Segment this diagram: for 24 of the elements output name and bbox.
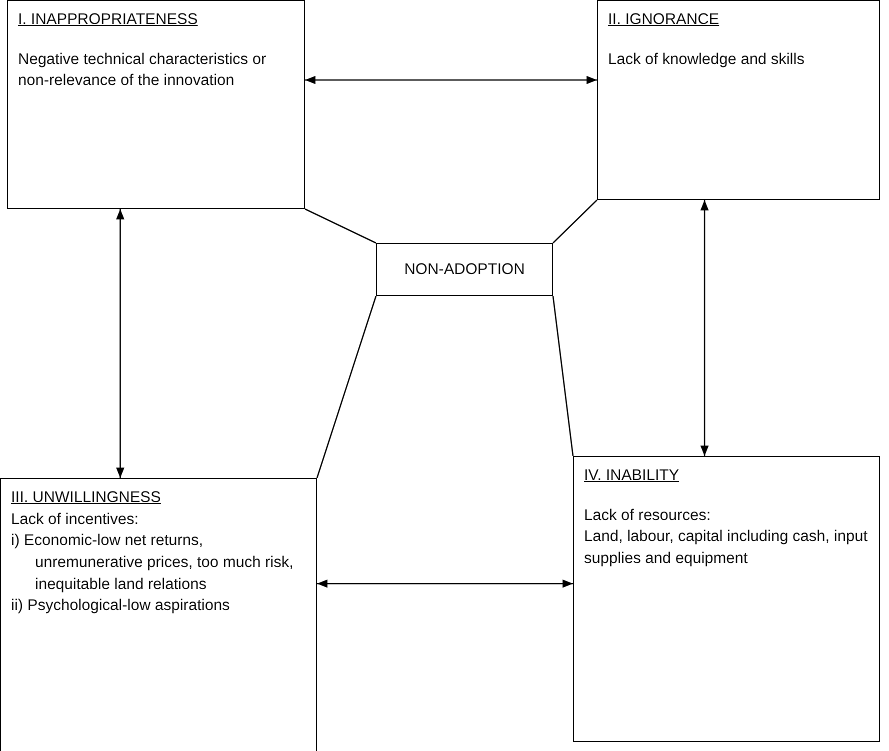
factor-box: [7, 0, 305, 209]
box-text: Land, labour, capital including cash, input supplies and equipment: [584, 527, 869, 570]
double-arrow: [317, 579, 573, 588]
box-heading: I. INAPPROPRIATENESS: [18, 10, 199, 30]
box-heading: IV. INABILITY: [584, 466, 680, 486]
connector-line: [304, 208, 376, 244]
box-text: Lack of incentives:: [11, 510, 140, 530]
double-arrow: [305, 76, 597, 84]
box-heading: II. IGNORANCE: [608, 10, 720, 30]
box-label: NON-ADOPTION: [404, 260, 525, 280]
connector-line: [552, 296, 574, 456]
central-box: [376, 243, 553, 296]
connector-line: [552, 200, 598, 244]
box-text: Lack of knowledge and skills: [608, 50, 806, 70]
box-heading: III. UNWILLINGNESS: [11, 488, 162, 508]
factor-box: [597, 0, 880, 200]
factor-box: [573, 456, 880, 742]
list-item: ii) Psychological-low aspirations: [11, 596, 231, 616]
double-arrow: [116, 209, 124, 478]
box-text: Lack of resources:: [584, 506, 712, 526]
factor-box: [0, 478, 317, 751]
connector-line: [316, 296, 377, 478]
box-text: Negative technical characteristics or non-relevance of the innovation: [18, 50, 268, 92]
double-arrow: [700, 200, 709, 456]
